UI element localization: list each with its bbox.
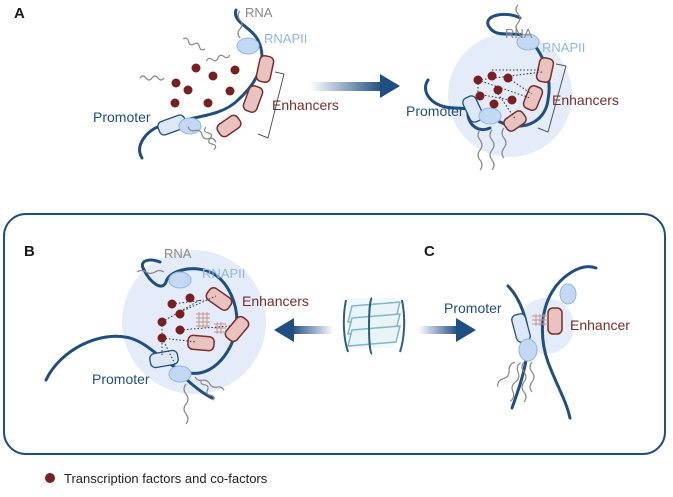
factor-dot <box>175 325 185 335</box>
rna-transcript <box>489 129 495 171</box>
label-enhancer: Enhancer <box>570 317 630 333</box>
rna-transcript <box>477 129 483 171</box>
rnapii-icon <box>236 37 260 55</box>
rna-transcript <box>521 361 527 403</box>
enhancer-element <box>205 287 233 311</box>
factor-dot <box>487 71 497 81</box>
rna-transcript <box>203 126 217 151</box>
label-rna: RNA <box>245 5 273 20</box>
rnapii-icon <box>516 33 540 51</box>
rna-transcript <box>515 4 521 33</box>
panel-a-letter: A <box>14 5 25 22</box>
rna-transcript <box>139 75 165 81</box>
label-rnapii: RNAPII <box>264 31 307 46</box>
enhancer-element <box>216 114 242 138</box>
rna-transcript <box>501 127 507 159</box>
panel-a-arrow <box>310 74 400 98</box>
label-promoter: Promoter <box>92 371 150 387</box>
factor-dot <box>503 73 513 83</box>
label-promoter: Promoter <box>406 103 464 119</box>
label-enhancers: Enhancers <box>552 92 619 108</box>
factor-dot <box>225 86 235 96</box>
rna-transcript <box>182 37 206 51</box>
panel-bc-frame <box>3 213 666 455</box>
rnapii-icon <box>168 365 192 383</box>
rna-transcript <box>187 126 217 143</box>
rna-transcript <box>200 379 215 401</box>
panel-b-letter: B <box>24 243 35 260</box>
panel-c-arrow <box>418 318 476 342</box>
label-enhancers: Enhancers <box>272 97 339 113</box>
g4-structure-icon <box>532 314 548 326</box>
factor-dot <box>175 309 185 319</box>
g-quadruplex-icon <box>342 297 406 355</box>
enhancer-element <box>255 55 275 83</box>
panel-b-arrow <box>274 318 334 342</box>
enhancer-bracket <box>537 63 567 133</box>
dna-strand <box>424 12 551 128</box>
enhancer-element <box>224 315 250 343</box>
factor-legend-dot <box>45 473 55 483</box>
rnapii-icon <box>478 107 502 125</box>
panel-a-before: RNA RNAPII Enhancers Promoter <box>93 5 339 160</box>
promoter-element <box>462 95 484 123</box>
factor-dot <box>230 65 240 75</box>
panel-c: Promoter Enhancer <box>444 265 630 420</box>
factor-dot <box>489 99 499 109</box>
label-rna: RNA <box>505 26 533 41</box>
factor-dot <box>191 63 201 73</box>
factor-dot <box>157 317 167 327</box>
rna-transcript <box>205 54 231 62</box>
factor-dot <box>185 293 195 303</box>
dna-strand <box>138 8 264 160</box>
rna-transcript <box>497 361 516 387</box>
factor-dot <box>475 91 485 101</box>
rna-transcript <box>194 376 225 391</box>
rna-transcript <box>529 361 535 393</box>
label-rnapii: RNAPII <box>542 40 585 55</box>
dna-strand <box>540 265 598 420</box>
label-promoter: Promoter <box>93 109 151 125</box>
factor-dot <box>208 71 218 81</box>
promoter-element <box>149 349 179 369</box>
dna-strand <box>44 258 239 382</box>
g4-structure-icon <box>196 312 226 334</box>
rnapii-icon <box>178 117 202 135</box>
factor-dot <box>183 85 193 95</box>
enhancer-element <box>187 334 215 352</box>
factor-dot <box>170 98 180 108</box>
label-rna: RNA <box>164 246 192 261</box>
panel-a-after: RNA RNAPII Enhancers Promoter <box>406 4 619 171</box>
label-rnapii: RNAPII <box>202 266 245 281</box>
panel-b: RNA RNAPII Enhancers Promoter <box>44 246 309 425</box>
label-enhancers: Enhancers <box>242 293 309 309</box>
rnapii-icon <box>559 283 577 305</box>
rnapii-icon <box>168 271 192 289</box>
rna-transcript <box>237 10 243 39</box>
enhancer-element <box>503 110 527 132</box>
rna-transcript <box>183 383 189 425</box>
enhancer-element <box>535 56 555 84</box>
factor-dot <box>493 85 503 95</box>
legend-label: Transcription factors and co-factors <box>64 471 268 486</box>
enhancer-bracket <box>257 71 285 139</box>
rna-transcript <box>136 269 165 275</box>
rnapii-icon <box>518 338 538 362</box>
rna-transcript <box>509 362 522 402</box>
factor-dot <box>473 75 483 85</box>
enhancer-element <box>547 307 563 335</box>
panel-c-letter: C <box>424 243 435 260</box>
factor-dot <box>507 95 517 105</box>
label-promoter: Promoter <box>444 300 502 316</box>
legend: Transcription factors and co-factors <box>45 471 268 486</box>
factor-dot <box>171 78 181 88</box>
factor-dot <box>167 299 177 309</box>
factor-dot <box>157 333 167 343</box>
factor-dot <box>203 98 213 108</box>
enhancer-element <box>242 85 264 113</box>
